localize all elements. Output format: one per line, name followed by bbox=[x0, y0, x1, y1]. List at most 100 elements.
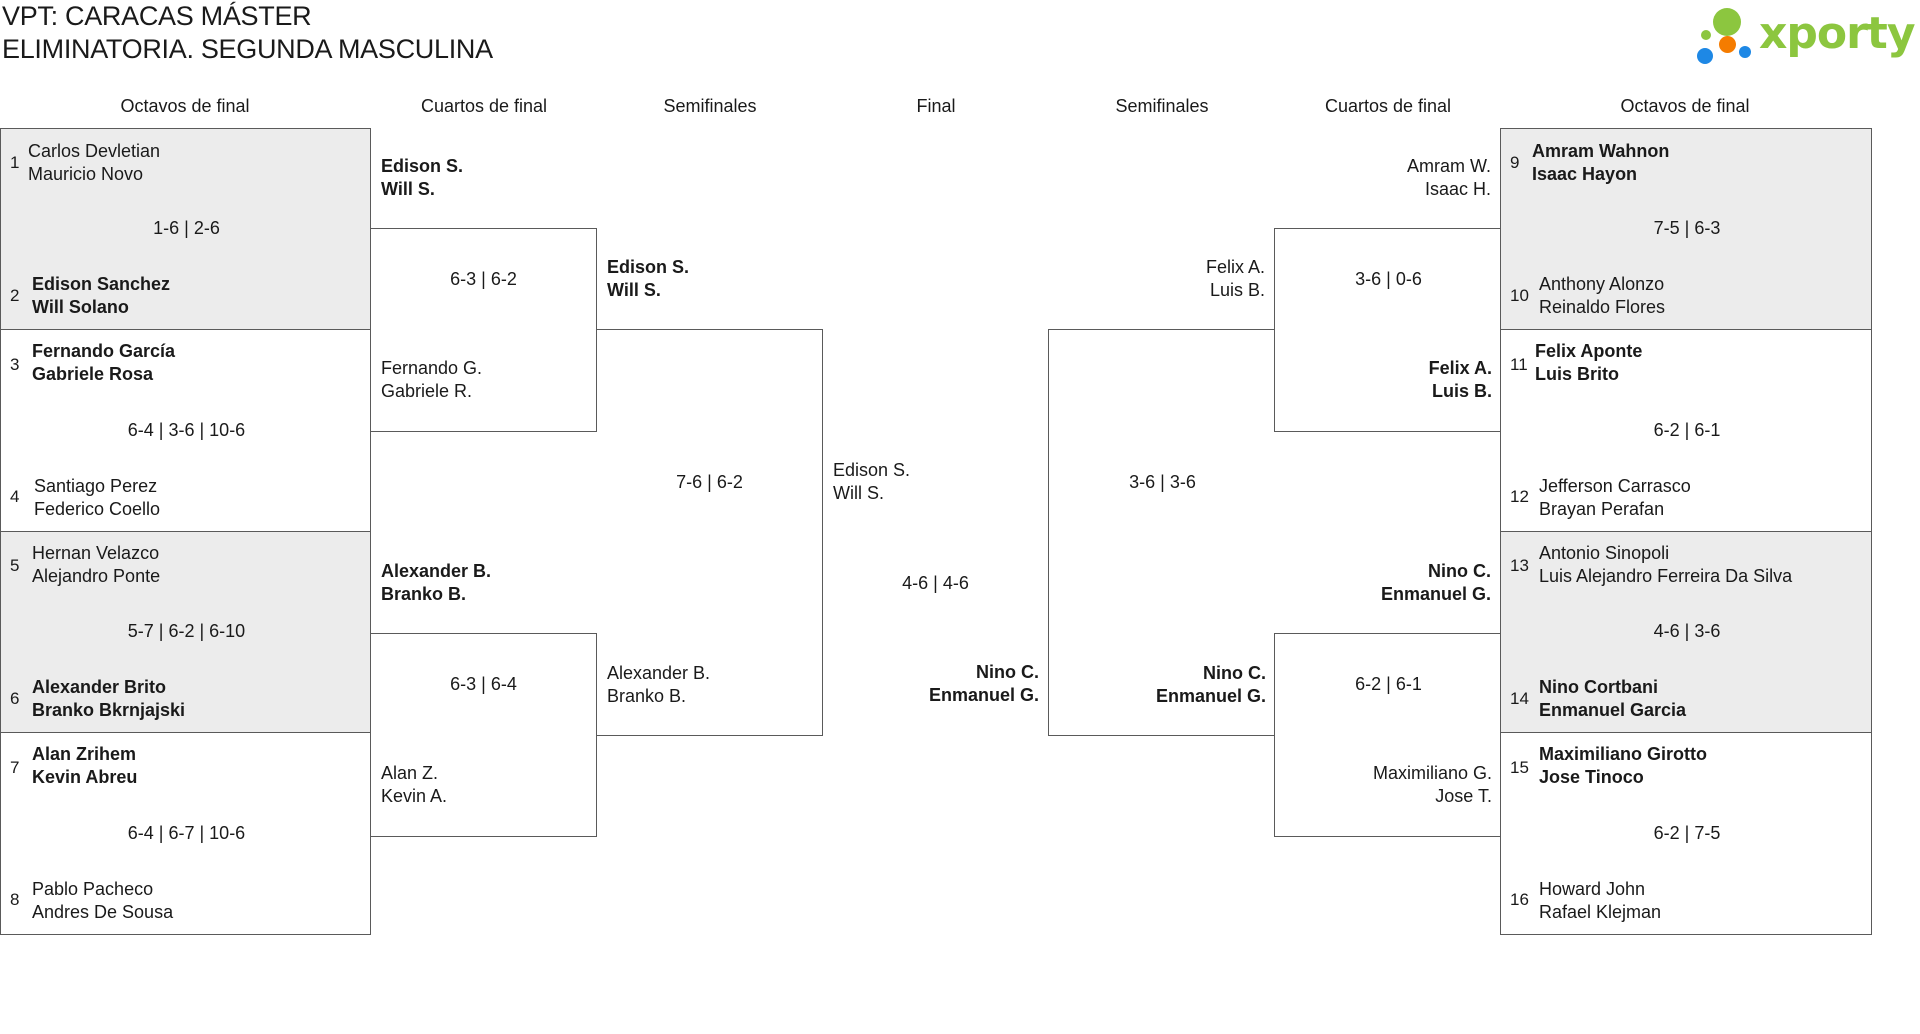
player-name: Carlos Devletian bbox=[28, 141, 161, 161]
match-score: 6-4 | 6-7 | 10-6 bbox=[127, 823, 246, 843]
match-score: 7-5 | 6-3 bbox=[1653, 218, 1721, 238]
seed-number: 10 bbox=[1510, 286, 1529, 305]
seed-number: 13 bbox=[1510, 556, 1529, 575]
match-left-semi[interactable]: 7-6 | 6-2 Alexander B. Branko B. bbox=[596, 329, 823, 736]
match-score: 4-6 | 3-6 bbox=[1653, 621, 1721, 641]
seed-number: 12 bbox=[1510, 487, 1529, 506]
player-name-winner: Jose Tinoco bbox=[1539, 767, 1644, 787]
player-name-winner: Edison S. bbox=[607, 257, 690, 277]
player-name: Reinaldo Flores bbox=[1539, 297, 1666, 317]
match-score: 6-4 | 3-6 | 10-6 bbox=[127, 420, 246, 440]
round-header-semis-left: Semifinales bbox=[663, 96, 757, 116]
match-score: 3-6 | 0-6 bbox=[1355, 269, 1422, 289]
match-left-cuartos-2[interactable]: 6-3 | 6-4 Alan Z. Kevin A. bbox=[370, 633, 597, 837]
player-name: Gabriele R. bbox=[381, 381, 473, 401]
final-player-name: Will S. bbox=[833, 483, 884, 503]
player-name-winner: Edison S. bbox=[381, 156, 464, 176]
player-name: Antonio Sinopoli bbox=[1539, 543, 1670, 563]
match-left-octavos-3[interactable]: 5 Hernan Velazco Alejandro Ponte 5-7 | 6… bbox=[0, 531, 371, 733]
player-name: Luis B. bbox=[1209, 280, 1265, 300]
player-name: Pablo Pacheco bbox=[32, 879, 154, 899]
match-score: 3-6 | 3-6 bbox=[1129, 472, 1196, 492]
player-name-winner: Branko B. bbox=[381, 584, 467, 604]
logo-dot-green-icon bbox=[1713, 8, 1741, 36]
match-right-cuartos-1[interactable]: 3-6 | 0-6 Felix A. Luis B. bbox=[1274, 228, 1501, 432]
final-player-name: Edison S. bbox=[833, 460, 911, 480]
seed-number: 9 bbox=[1510, 153, 1520, 172]
seed-number: 4 bbox=[10, 487, 20, 506]
seed-number: 11 bbox=[1510, 355, 1528, 374]
player-name-winner: Luis B. bbox=[1431, 381, 1492, 401]
seed-number: 2 bbox=[10, 286, 20, 305]
player-name-winner: Amram Wahnon bbox=[1532, 141, 1670, 161]
match-left-octavos-4[interactable]: 7 Alan Zrihem Kevin Abreu 6-4 | 6-7 | 10… bbox=[0, 732, 371, 935]
round-header-cuartos-right: Cuartos de final bbox=[1324, 96, 1452, 116]
logo-dot-orange-icon bbox=[1719, 36, 1736, 53]
player-name: Alan Z. bbox=[381, 763, 439, 783]
player-name: Brayan Perafan bbox=[1539, 499, 1665, 519]
player-name: Fernando G. bbox=[381, 358, 483, 378]
player-name-winner: Isaac Hayon bbox=[1532, 164, 1638, 184]
round-header-cuartos-left: Cuartos de final bbox=[420, 96, 548, 116]
match-score: 6-2 | 6-1 bbox=[1653, 420, 1721, 440]
match-score: 6-3 | 6-2 bbox=[450, 269, 517, 289]
logo-dot-small-blue-icon bbox=[1739, 46, 1751, 58]
match-right-cuartos-2[interactable]: 6-2 | 6-1 Maximiliano G. Jose T. bbox=[1274, 633, 1501, 837]
player-name: Jefferson Carrasco bbox=[1539, 476, 1691, 496]
player-name-winner: Will S. bbox=[381, 179, 435, 199]
player-name-winner: Enmanuel G. bbox=[1155, 686, 1266, 706]
player-name: Alexander B. bbox=[607, 663, 711, 683]
match-score: 7-6 | 6-2 bbox=[676, 472, 743, 492]
player-name-winner: Felix A. bbox=[1428, 358, 1492, 378]
seed-number: 3 bbox=[10, 355, 20, 374]
match-right-octavos-4[interactable]: 15 Maximiliano Girotto Jose Tinoco 6-2 |… bbox=[1500, 732, 1872, 935]
player-name-winner: Luis Brito bbox=[1535, 364, 1619, 384]
player-name: Kevin A. bbox=[381, 786, 448, 806]
seed-number: 5 bbox=[10, 556, 20, 575]
player-name-winner: Kevin Abreu bbox=[32, 767, 138, 787]
player-name-winner: Fernando García bbox=[32, 341, 176, 361]
match-score: 6-3 | 6-4 bbox=[450, 674, 517, 694]
seed-number: 1 bbox=[10, 153, 20, 172]
player-name: Felix A. bbox=[1205, 257, 1265, 277]
player-name: Rafael Klejman bbox=[1539, 902, 1662, 922]
player-name-winner: Branko Bkrnjajski bbox=[32, 700, 186, 720]
seed-number: 8 bbox=[10, 890, 20, 909]
logo-dot-blue-icon bbox=[1697, 48, 1713, 64]
page-subtitle: ELIMINATORIA. SEGUNDA MASCULINA bbox=[2, 34, 493, 64]
seed-number: 6 bbox=[10, 689, 20, 708]
player-name-winner: Edison Sanchez bbox=[32, 274, 171, 294]
player-name: Anthony Alonzo bbox=[1539, 274, 1665, 294]
round-header-semis-right: Semifinales bbox=[1115, 96, 1209, 116]
round-header-octavos-right: Octavos de final bbox=[1620, 96, 1750, 116]
final-player-name-winner: Enmanuel G. bbox=[928, 685, 1039, 705]
player-name-winner: Will S. bbox=[607, 280, 661, 300]
xporty-logo: xporty bbox=[1697, 4, 1919, 68]
player-name: Andres De Sousa bbox=[32, 902, 174, 922]
player-name-winner: Felix Aponte bbox=[1535, 341, 1643, 361]
player-name-winner: Nino C. bbox=[1203, 663, 1266, 683]
match-score: 6-2 | 6-1 bbox=[1355, 674, 1422, 694]
match-right-octavos-1[interactable]: 9 Amram Wahnon Isaac Hayon 7-5 | 6-3 10 … bbox=[1500, 128, 1872, 330]
player-name: Luis Alejandro Ferreira Da Silva bbox=[1539, 566, 1793, 586]
final-player-name-winner: Nino C. bbox=[976, 662, 1039, 682]
match-score: 1-6 | 2-6 bbox=[153, 218, 220, 238]
match-right-octavos-2[interactable]: 11 Felix Aponte Luis Brito 6-2 | 6-1 12 … bbox=[1500, 329, 1872, 532]
match-right-semi[interactable]: 3-6 | 3-6 Nino C. Enmanuel G. bbox=[1048, 329, 1275, 736]
match-left-cuartos-1[interactable]: 6-3 | 6-2 Fernando G. Gabriele R. bbox=[370, 228, 597, 432]
player-name-winner: Gabriele Rosa bbox=[32, 364, 154, 384]
player-name: Hernan Velazco bbox=[32, 543, 160, 563]
player-name: Mauricio Novo bbox=[28, 164, 144, 184]
player-name-winner: Alan Zrihem bbox=[32, 744, 137, 764]
player-name-winner: Alexander Brito bbox=[32, 677, 167, 697]
logo-text: xporty bbox=[1759, 8, 1916, 59]
match-left-octavos-2[interactable]: 3 Fernando García Gabriele Rosa 6-4 | 3-… bbox=[0, 329, 371, 532]
final-score: 4-6 | 4-6 bbox=[902, 573, 969, 593]
match-left-octavos-1[interactable]: 1 Carlos Devletian Mauricio Novo 1-6 | 2… bbox=[0, 128, 371, 330]
match-right-octavos-3[interactable]: 13 Antonio Sinopoli Luis Alejandro Ferre… bbox=[1500, 531, 1872, 733]
player-name: Federico Coello bbox=[34, 499, 161, 519]
player-name-winner: Nino C. bbox=[1428, 561, 1491, 581]
player-name: Maximiliano G. bbox=[1372, 763, 1492, 783]
match-score: 6-2 | 7-5 bbox=[1653, 823, 1721, 843]
player-name-winner: Maximiliano Girotto bbox=[1539, 744, 1708, 764]
